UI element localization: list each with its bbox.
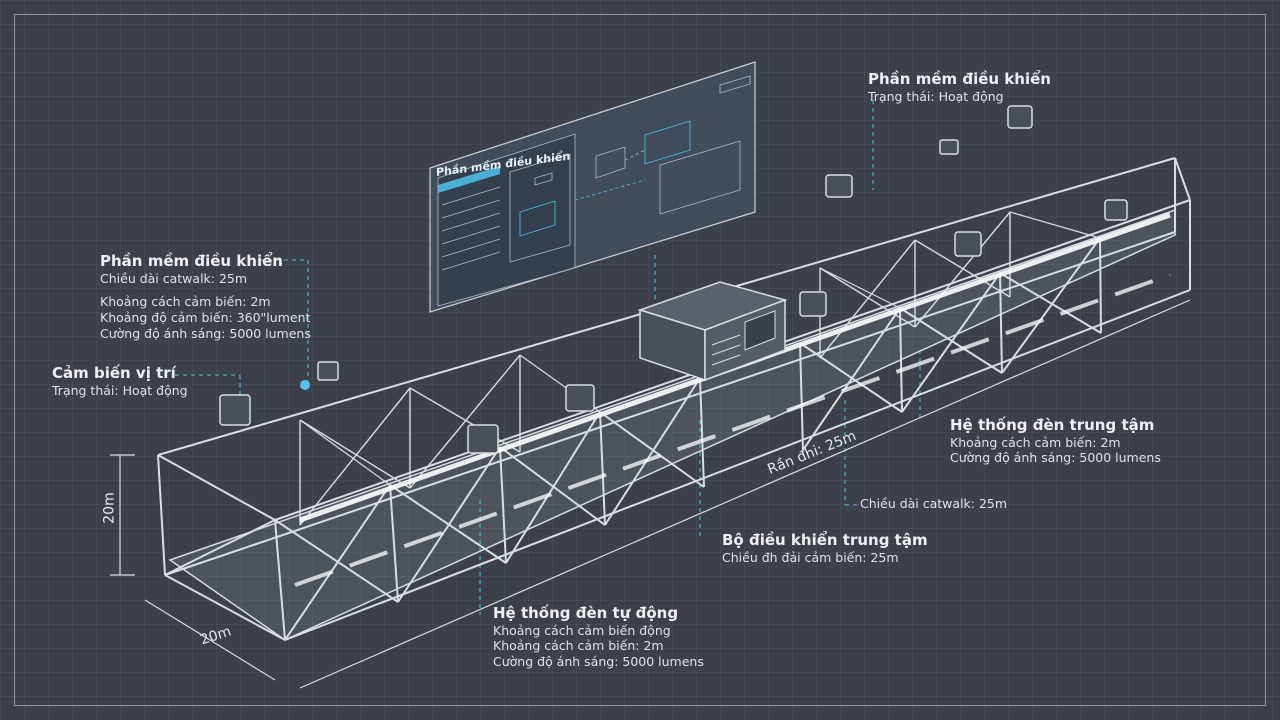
label-line: Trạng thái: Hoạt động xyxy=(52,382,188,398)
label-auto-lights: Hệ thống đèn tự động Khoảng cách cảm biế… xyxy=(493,604,704,670)
label-line: Khoảng cách cảm biến: 2m xyxy=(493,638,664,654)
label-title: Hệ thống đèn tự động xyxy=(493,604,679,622)
screen-highlight-bar xyxy=(438,166,500,193)
label-title: Cảm biến vị trí xyxy=(52,364,176,382)
sensor-indicator xyxy=(300,380,310,390)
label-position-sensor: Cảm biến vị trí Trạng thái: Hoạt động xyxy=(52,364,188,398)
label-title: Phần mềm điều khiển xyxy=(868,70,1051,88)
label-line: Cường độ ánh sáng: 5000 lumens xyxy=(493,654,704,669)
label-title: Hệ thống đèn trung tậm xyxy=(950,416,1155,434)
label-software-left: Phần mềm điều khiển Chiều dài catwalk: 2… xyxy=(100,252,311,341)
label-line: Khoảng cách cảm biến động xyxy=(493,622,671,638)
software-screen xyxy=(429,61,756,313)
label-line: Cường độ ánh sáng: 5000 lumens xyxy=(100,325,311,341)
sensor-units xyxy=(219,105,1128,454)
controller-box xyxy=(637,281,788,382)
label-title: Phần mềm điều khiển xyxy=(100,252,283,270)
label-line: Khoảng cách cảm biến: 2m xyxy=(100,294,271,310)
label-line: Cường độ ánh sáng: 5000 lumens xyxy=(950,450,1161,466)
label-central-controller: Bộ điều khiển trung tậm Chiều đh đải cảm… xyxy=(722,531,928,565)
label-line: Chiều dài catwalk: 25m xyxy=(100,270,248,286)
screen-ui-lines xyxy=(441,75,751,271)
dimension-height: 20m xyxy=(101,492,118,524)
label-line: Khoảng cách cảm biến: 2m xyxy=(950,434,1121,450)
label-catwalk-length: Chiều dài catwalk: 25m xyxy=(860,496,1007,512)
label-line: Chiều dài catwalk: 25m xyxy=(860,496,1008,511)
label-software-top: Phần mềm điều khiển Trạng thái: Hoạt độn… xyxy=(868,70,1051,104)
label-title: Bộ điều khiển trung tậm xyxy=(722,531,928,549)
label-line: Chiều đh đải cảm biến: 25m xyxy=(722,549,899,565)
label-central-lights: Hệ thống đèn trung tậm Khoảng cách cảm b… xyxy=(950,416,1161,466)
label-line: Khoảng độ cảm biến: 360"lument xyxy=(100,310,311,325)
label-line: Trạng thái: Hoạt động xyxy=(868,88,1004,104)
dimension-lines xyxy=(110,299,1191,689)
